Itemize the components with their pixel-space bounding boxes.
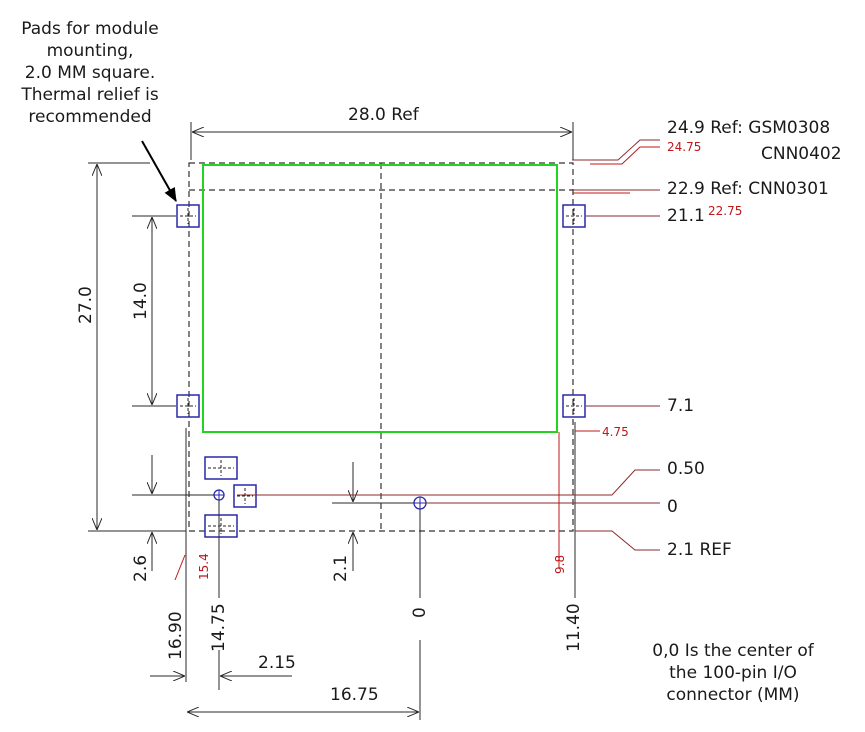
mounting-pad-top-right [563,205,585,227]
label-21-1: 21.1 [667,205,705,227]
right-leaders [237,140,660,550]
label-22-75: 22.75 [708,204,742,218]
label-15-4: 15.4 [197,553,211,580]
origin-target [414,497,426,509]
label-cnn0402: CNN0402 [761,143,842,165]
mounting-pad-top-left [177,205,199,227]
mounting-pad-lower-upper [205,457,237,479]
label-14-0: 14.0 [130,282,152,320]
mounting-pad-bottom-right [563,395,585,417]
pads-note-line: Thermal relief is [8,84,172,106]
label-0-y: 0 [667,496,678,518]
dim-height-27 [88,163,186,531]
origin-note-line: 0,0 Is the center of [628,640,838,662]
pads-note-line: recommended [8,106,172,128]
label-11-40: 11.40 [563,603,585,652]
label-0-x: 0 [409,607,431,618]
origin-note: 0,0 Is the center of the 100-pin I/O con… [628,640,838,706]
label-16-75: 16.75 [330,684,379,706]
label-7-1: 7.1 [667,395,694,417]
label-16-90: 16.90 [165,611,187,660]
origin-note-line: connector (MM) [628,684,838,706]
label-27-0: 27.0 [75,286,97,324]
label-0-50: 0.50 [667,458,705,480]
label-9-8: 9.8 [553,555,567,574]
mounting-pad-bottom-left [177,395,199,417]
label-24-75: 24.75 [667,140,701,154]
pads-note-line: Pads for module [8,18,172,40]
label-2-1-ref: 2.1 REF [667,539,732,561]
pads-note-line: 2.0 MM square. [8,62,172,84]
label-4-75: 4.75 [602,425,629,439]
note-leader-arrow [142,141,176,201]
label-24-9-ref: 24.9 Ref: GSM0308 [667,117,830,139]
dim-width-28 [191,122,573,160]
mounting-pad-lower-right [234,485,256,507]
reference-target-left [214,490,224,500]
label-2-15: 2.15 [258,652,296,674]
mounting-pad-lower-bottom [205,515,237,537]
pads-note: Pads for module mounting, 2.0 MM square.… [8,18,172,128]
origin-note-line: the 100-pin I/O [628,662,838,684]
label-2-6: 2.6 [130,555,152,582]
label-14-75: 14.75 [208,603,230,652]
label-28-ref: 28.0 Ref [348,104,419,126]
label-2-1-mid: 2.1 [330,555,352,582]
module-body-outline [203,165,557,432]
x-extension-lines [175,422,575,720]
pads-note-line: mounting, [8,40,172,62]
label-22-9-ref: 22.9 Ref: CNN0301 [667,178,829,200]
